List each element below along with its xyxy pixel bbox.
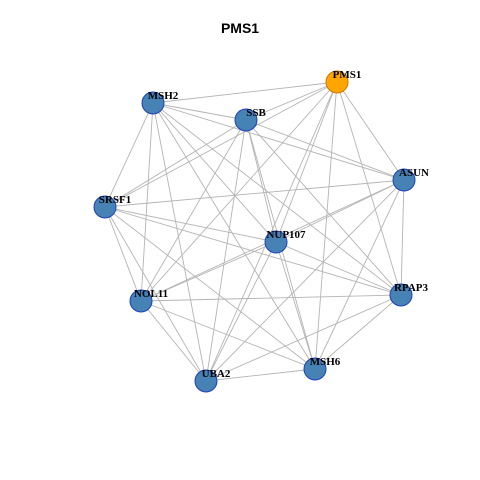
node-label-srsf1: SRSF1 <box>99 194 131 206</box>
edge-ssb-uba2 <box>205 119 247 382</box>
edge-rpap3-nol11 <box>140 294 402 302</box>
edge-asun-srsf1 <box>104 179 405 208</box>
edge-ssb-srsf1 <box>104 119 247 208</box>
edge-pms1-asun <box>336 81 405 181</box>
edge-asun-rpap3 <box>400 179 405 296</box>
edge-msh2-rpap3 <box>152 102 402 296</box>
edge-asun-uba2 <box>205 179 405 382</box>
node-label-ssb: SSB <box>246 107 266 119</box>
node-nol11 <box>129 289 153 313</box>
edge-pms1-nol11 <box>140 81 338 302</box>
edge-pms1-rpap3 <box>336 81 402 296</box>
edge-srsf1-uba2 <box>104 206 207 382</box>
edge-asun-msh6 <box>314 179 405 370</box>
edge-ssb-nol11 <box>140 119 247 302</box>
node-msh6 <box>303 357 327 381</box>
edge-msh2-asun <box>152 102 405 181</box>
edge-pms1-srsf1 <box>104 81 338 208</box>
node-nup107 <box>264 230 288 254</box>
node-label-msh2: MSH2 <box>148 90 179 102</box>
node-asun <box>392 168 416 192</box>
edge-ssb-asun <box>245 119 405 181</box>
edge-nup107-uba2 <box>205 241 277 382</box>
edge-pms1-msh6 <box>314 81 338 370</box>
node-uba2 <box>194 369 218 393</box>
edge-nup107-nol11 <box>140 241 277 302</box>
node-srsf1 <box>93 195 117 219</box>
edge-asun-nup107 <box>275 179 405 243</box>
edge-nol11-uba2 <box>140 300 207 382</box>
edge-srsf1-nol11 <box>104 206 142 302</box>
node-label-rpap3: RPAP3 <box>394 282 429 294</box>
node-label-nol11: NOL11 <box>134 288 168 300</box>
edge-msh2-nup107 <box>152 102 277 243</box>
edge-srsf1-rpap3 <box>104 206 402 296</box>
node-label-nup107: NUP107 <box>266 229 306 241</box>
edge-ssb-nup107 <box>245 119 277 243</box>
node-ssb <box>234 108 258 132</box>
edge-srsf1-msh6 <box>104 206 316 370</box>
edge-pms1-msh2 <box>152 81 338 104</box>
edge-msh2-srsf1 <box>104 102 154 208</box>
node-layer <box>93 70 416 393</box>
edge-pms1-nup107 <box>275 81 338 243</box>
edge-layer <box>104 81 405 382</box>
edge-rpap3-uba2 <box>205 294 402 382</box>
edge-msh6-uba2 <box>205 368 316 382</box>
edge-msh2-msh6 <box>152 102 316 370</box>
edge-nup107-msh6 <box>275 241 316 370</box>
node-msh2 <box>141 91 165 115</box>
node-label-uba2: UBA2 <box>202 368 231 380</box>
edge-ssb-rpap3 <box>245 119 402 296</box>
edge-nol11-msh6 <box>140 300 316 370</box>
node-label-pms1: PMS1 <box>333 69 362 81</box>
node-label-asun: ASUN <box>399 167 429 179</box>
node-pms1 <box>325 70 349 94</box>
edge-srsf1-nup107 <box>104 206 277 243</box>
node-label-msh6: MSH6 <box>310 356 341 368</box>
graph-title: PMS1 <box>220 20 260 36</box>
edge-pms1-ssb <box>245 81 338 121</box>
edge-rpap3-msh6 <box>314 294 402 370</box>
edge-msh2-ssb <box>152 102 247 121</box>
edge-nup107-rpap3 <box>275 241 402 296</box>
node-rpap3 <box>389 283 413 307</box>
edge-msh2-uba2 <box>152 102 207 382</box>
edge-msh2-nol11 <box>140 102 154 302</box>
